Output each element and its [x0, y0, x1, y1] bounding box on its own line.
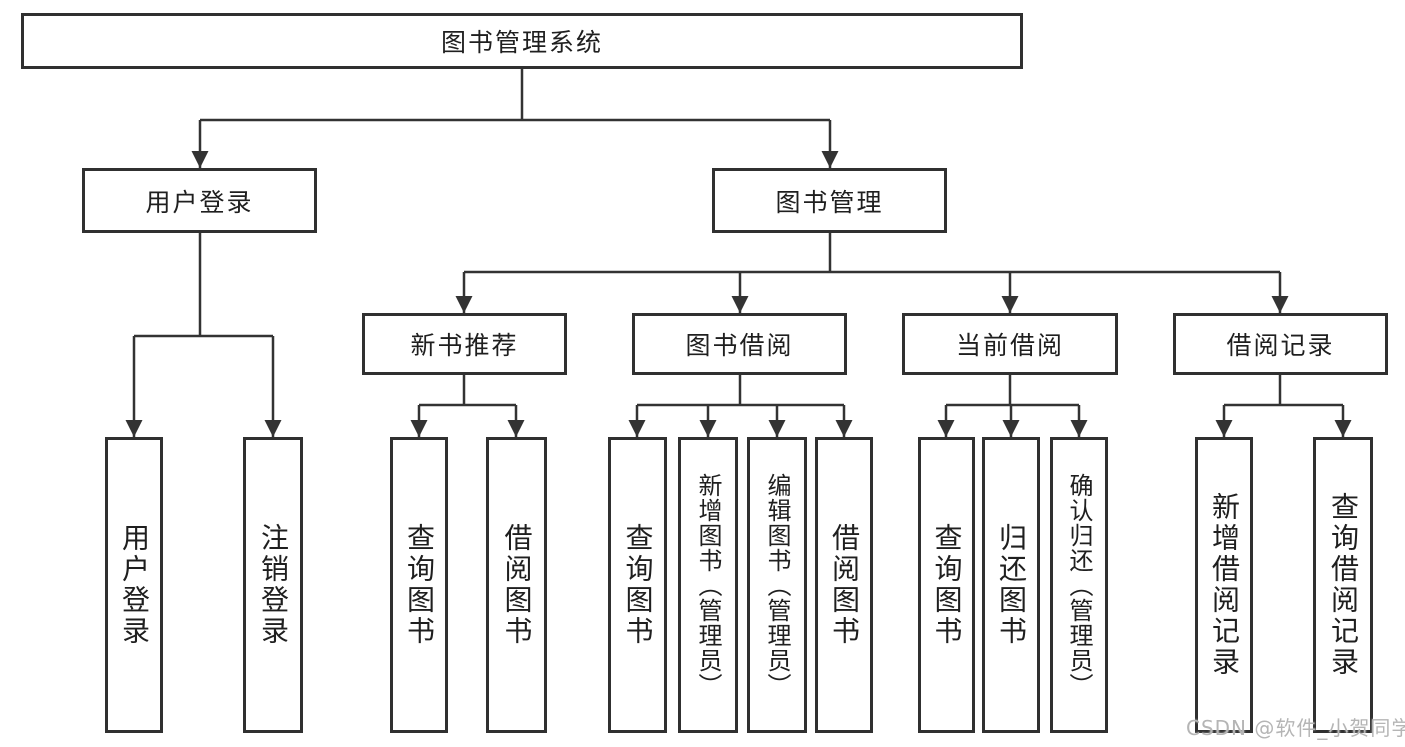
leaf-query-borrow-record: 查询借阅记录	[1313, 437, 1373, 733]
node-book-management: 图书管理	[712, 168, 947, 233]
csdn-watermark: CSDN @软件_小贺同学	[1186, 716, 1405, 740]
leaf-add-borrow-record: 新增借阅记录	[1195, 437, 1253, 733]
node-current-borrow: 当前借阅	[902, 313, 1118, 375]
node-book-borrow: 图书借阅	[632, 313, 847, 375]
leaf-user-login-label: 用户登录	[118, 523, 151, 647]
leaf-user-login: 用户登录	[105, 437, 163, 733]
leaf-return-book: 归还图书	[982, 437, 1040, 733]
leaf-query-books-recommend: 查询图书	[390, 437, 448, 733]
leaf-add-book-admin-label: 新增图书（管理员）	[694, 472, 722, 698]
leaf-query-books-recommend-label: 查询图书	[403, 523, 436, 647]
leaf-edit-book-admin-label: 编辑图书（管理员）	[763, 472, 791, 698]
leaf-return-book-label: 归还图书	[995, 523, 1028, 647]
leaf-edit-book-admin: 编辑图书（管理员）	[747, 437, 807, 733]
leaf-borrow-books-label: 借阅图书	[828, 523, 861, 647]
leaf-query-books-borrow-label: 查询图书	[621, 523, 655, 647]
leaf-logout: 注销登录	[243, 437, 303, 733]
leaf-borrow-books-recommend-label: 借阅图书	[500, 523, 534, 647]
node-user-login: 用户登录	[82, 168, 317, 233]
node-root-label: 图书管理系统	[440, 28, 603, 57]
node-borrow-records: 借阅记录	[1173, 313, 1388, 375]
leaf-query-books-borrow: 查询图书	[608, 437, 667, 733]
leaf-confirm-return-admin: 确认归还（管理员）	[1050, 437, 1108, 733]
node-current-borrow-label: 当前借阅	[955, 331, 1064, 360]
leaf-borrow-books-recommend: 借阅图书	[486, 437, 547, 733]
leaf-borrow-books: 借阅图书	[815, 437, 873, 733]
node-user-login-label: 用户登录	[145, 187, 254, 217]
node-book-borrow-label: 图书借阅	[685, 331, 794, 360]
node-borrow-records-label: 借阅记录	[1226, 331, 1335, 360]
leaf-query-borrow-record-label: 查询借阅记录	[1327, 492, 1360, 678]
node-book-management-label: 图书管理	[775, 187, 884, 217]
node-new-book-recommend-label: 新书推荐	[410, 331, 519, 360]
leaf-query-books-current-label: 查询图书	[930, 523, 964, 647]
leaf-logout-label: 注销登录	[257, 523, 290, 647]
leaf-add-borrow-record-label: 新增借阅记录	[1208, 492, 1241, 678]
leaf-confirm-return-admin-label: 确认归还（管理员）	[1065, 472, 1093, 698]
node-root: 图书管理系统	[21, 13, 1023, 69]
node-new-book-recommend: 新书推荐	[362, 313, 567, 375]
leaf-query-books-current: 查询图书	[918, 437, 975, 733]
leaf-add-book-admin: 新增图书（管理员）	[678, 437, 738, 733]
